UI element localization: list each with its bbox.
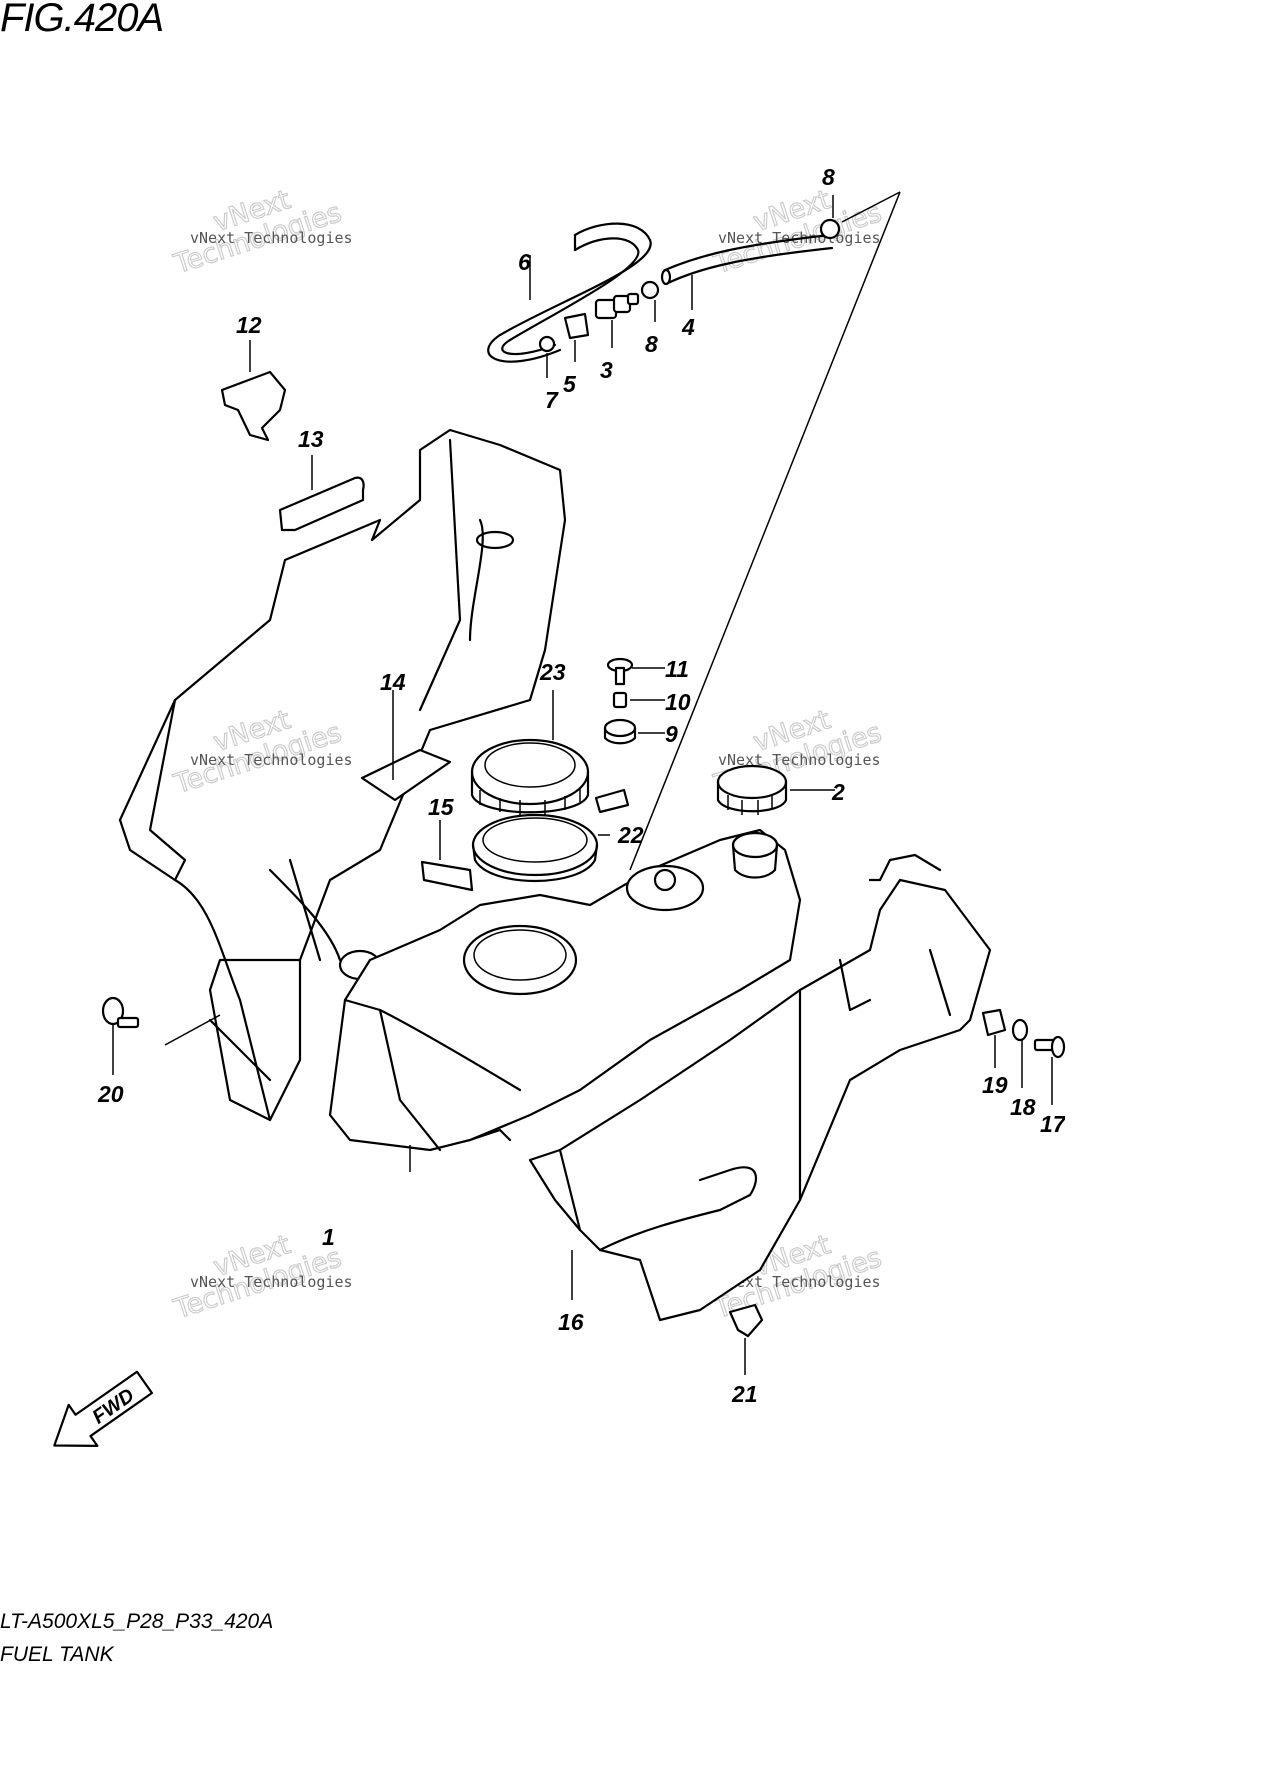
part-2-filler-cap — [716, 764, 788, 815]
callout-3: 3 — [600, 357, 613, 383]
figure-code: LT-A500XL5_P28_P33_420A — [0, 1610, 274, 1633]
svg-text:vNext Technologies: vNext Technologies — [718, 1273, 881, 1291]
callout-2: 2 — [831, 779, 845, 805]
part-8-clip-lower — [640, 280, 660, 300]
figure-title: FIG.420A — [0, 0, 164, 40]
callout-6: 6 — [518, 249, 531, 275]
callout-19: 19 — [982, 1072, 1008, 1098]
part-8-clip-upper — [819, 218, 841, 240]
svg-text:vNext Technologies: vNext Technologies — [190, 229, 353, 247]
leader-lines — [112, 191, 1053, 1375]
callout-8-upper: 8 — [822, 164, 835, 190]
callout-20: 20 — [97, 1081, 124, 1107]
part-17-bolt — [1033, 1035, 1066, 1059]
svg-text:vNext Technologies: vNext Technologies — [190, 1273, 353, 1291]
callout-9: 9 — [665, 721, 678, 747]
callout-8-lower: 8 — [645, 331, 658, 357]
callout-4: 4 — [681, 314, 695, 340]
callout-7: 7 — [545, 387, 559, 413]
svg-text:vNext Technologies: vNext Technologies — [718, 751, 881, 769]
callout-5: 5 — [563, 371, 577, 397]
callout-15: 15 — [428, 794, 455, 820]
part-1-fuel-tank — [328, 828, 802, 1152]
part-4-hose — [660, 233, 834, 286]
svg-text:vNext Technologies: vNext Technologies — [190, 751, 353, 769]
callout-18: 18 — [1010, 1094, 1036, 1120]
part-12-clip — [220, 370, 287, 442]
part-7-clip — [538, 335, 556, 353]
part-9-grommet — [603, 718, 637, 745]
part-19-collar — [981, 1008, 1007, 1037]
tank-mount-tab — [594, 788, 630, 814]
part-11-bolt — [606, 657, 634, 686]
callout-14: 14 — [380, 669, 406, 695]
callout-23: 23 — [539, 659, 566, 685]
part-20-bolt — [101, 996, 140, 1029]
callout-12: 12 — [236, 312, 262, 338]
callout-21: 21 — [731, 1381, 758, 1407]
part-16-side-cover — [528, 853, 992, 1322]
tank-tray — [118, 428, 567, 1122]
part-10-collar — [612, 691, 628, 709]
part-23-lock-ring — [470, 738, 590, 815]
part-5-clamp — [563, 312, 590, 340]
part-6-breather-hose — [487, 222, 652, 363]
part-18-washer — [1011, 1018, 1029, 1042]
figure-name: FUEL TANK — [0, 1643, 114, 1666]
part-21-fastener — [728, 1303, 764, 1338]
part-15-pad — [420, 860, 474, 892]
callout-17: 17 — [1040, 1111, 1067, 1137]
part-3-valve — [594, 292, 640, 320]
callout-11: 11 — [665, 656, 689, 682]
callout-13: 13 — [298, 426, 324, 452]
fwd-arrow-icon: FWD — [53, 1370, 154, 1447]
callout-22: 22 — [617, 822, 644, 848]
callout-10: 10 — [665, 689, 691, 715]
part-22-seal-ring — [471, 813, 599, 882]
part-14-label — [360, 748, 452, 802]
callout-16: 16 — [558, 1309, 584, 1335]
part-13-tray-bracket — [278, 476, 365, 532]
callout-1: 1 — [322, 1224, 335, 1250]
